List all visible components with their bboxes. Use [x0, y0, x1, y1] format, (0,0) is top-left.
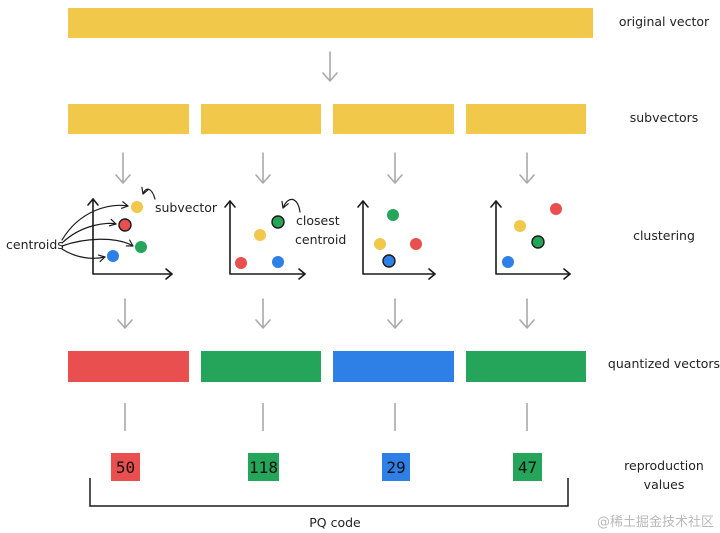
- quantized-bar-4: [466, 351, 586, 382]
- row-label-reproduction-2: values: [644, 477, 685, 492]
- cluster-plot-3: [357, 200, 436, 280]
- code-value-4: 47: [518, 458, 537, 477]
- arrows-to-quantized: [117, 298, 535, 329]
- point-blue: [107, 250, 119, 262]
- point-closest-green: [271, 215, 285, 229]
- point-blue: [272, 256, 284, 268]
- original-vector-bar: [68, 8, 593, 38]
- axes-1: [92, 198, 173, 275]
- cluster-plot-4: [490, 200, 571, 280]
- point-yellow: [514, 220, 526, 232]
- watermark: @稀土掘金技术社区: [597, 514, 714, 530]
- point-red: [550, 203, 562, 215]
- axes-4: [495, 200, 571, 275]
- code-connectors: [124, 403, 528, 431]
- code-box-3: [382, 453, 410, 481]
- pq-code-bracket: [89, 478, 569, 507]
- point-closest-green: [531, 235, 545, 249]
- point-green: [387, 209, 399, 221]
- subvector-bar-4: [466, 104, 586, 134]
- point-subvector-red: [118, 218, 132, 232]
- point-blue: [502, 256, 514, 268]
- axes-3: [362, 200, 436, 275]
- quantized-bar-1: [68, 351, 189, 382]
- point-green: [135, 241, 147, 253]
- quantized-bar-3: [333, 351, 454, 382]
- arrows-to-clustering: [115, 152, 535, 184]
- point-red: [235, 257, 247, 269]
- code-box-4: [513, 453, 542, 481]
- cluster-plot-2: closest centroid: [224, 198, 346, 280]
- code-box-1: [111, 453, 140, 481]
- quantized-bar-2: [201, 351, 321, 382]
- row-label-original: original vector: [619, 14, 710, 29]
- quantized-row: [68, 351, 586, 382]
- annotation-centroid: centroid: [295, 232, 346, 247]
- code-value-3: 29: [386, 458, 405, 477]
- code-value-1: 50: [116, 458, 135, 477]
- code-value-2: 118: [249, 458, 278, 477]
- point-yellow: [131, 201, 143, 213]
- point-yellow: [254, 229, 266, 241]
- annotation-centroids: centroids: [6, 237, 64, 252]
- code-box-2: [248, 453, 279, 481]
- row-label-quantized: quantized vectors: [608, 356, 720, 371]
- annotation-closest: closest: [296, 213, 340, 228]
- point-red: [410, 238, 422, 250]
- code-values: 50 118 29 47: [111, 453, 542, 481]
- pq-code-label: PQ code: [309, 515, 361, 530]
- annotation-subvector: subvector: [155, 200, 218, 215]
- subvector-bar-2: [201, 104, 321, 134]
- axes-2: [229, 200, 306, 275]
- row-label-clustering: clustering: [633, 228, 695, 243]
- subvector-bar-3: [333, 104, 454, 134]
- point-yellow: [374, 238, 386, 250]
- row-label-reproduction-1: reproduction: [624, 458, 704, 473]
- subvectors-row: [68, 104, 586, 134]
- point-closest-blue: [382, 254, 396, 268]
- cluster-plot-1: subvector centroids: [6, 186, 218, 280]
- subvector-bar-1: [68, 104, 189, 134]
- arrow-split: [322, 51, 338, 82]
- row-label-subvectors: subvectors: [630, 110, 699, 125]
